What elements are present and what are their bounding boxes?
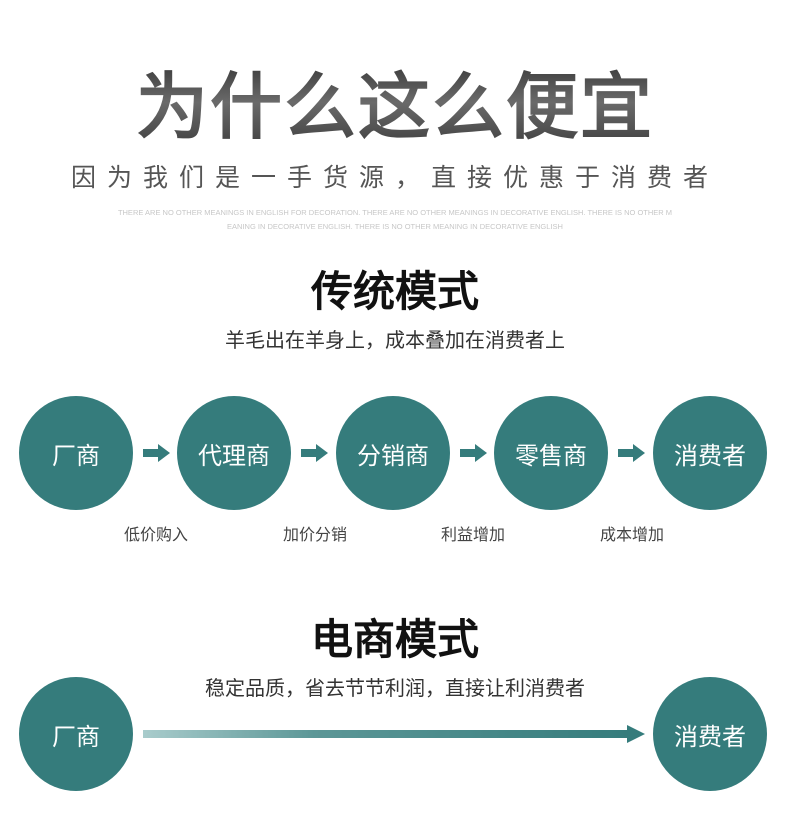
traditional-title: 传统模式 xyxy=(310,267,479,316)
transition-label: 加价分销 xyxy=(282,525,347,544)
transition-label: 成本增加 xyxy=(599,525,664,544)
main-subtitle: 因为我们是一手货源，直接优惠于消费者 xyxy=(70,163,719,192)
decorative-line-2: EANING IN DECORATIVE ENGLISH. THERE IS N… xyxy=(227,222,563,231)
step-circle-distributor: 分销商 xyxy=(336,396,450,510)
ecommerce-circle-consumer: 消费者 xyxy=(653,677,767,791)
arrow-right-icon xyxy=(301,444,328,462)
ecommerce-title: 电商模式 xyxy=(310,615,479,664)
step-circle-retailer: 零售商 xyxy=(494,396,608,510)
transition-label: 利益增加 xyxy=(440,525,505,544)
ecommerce-subtitle: 稳定品质，省去节节利润，直接让利消费者 xyxy=(205,676,585,700)
decorative-line-1: THERE ARE NO OTHER MEANINGS IN ENGLISH F… xyxy=(117,208,673,217)
ecommerce-circle-manufacturer: 厂商 xyxy=(19,677,133,791)
decorative-english-text: THERE ARE NO OTHER MEANINGS IN ENGLISH F… xyxy=(100,206,690,234)
traditional-subtitle: 羊毛出在羊身上，成本叠加在消费者上 xyxy=(225,328,565,352)
long-arrow-icon xyxy=(143,725,645,743)
transition-label: 低价购入 xyxy=(123,525,188,544)
step-circle-manufacturer: 厂商 xyxy=(19,396,133,510)
main-title: 为什么这么便宜 xyxy=(0,62,790,152)
arrow-right-icon xyxy=(618,444,645,462)
step-circle-agent: 代理商 xyxy=(177,396,291,510)
arrow-right-icon xyxy=(143,444,170,462)
step-circle-consumer: 消费者 xyxy=(653,396,767,510)
arrow-right-icon xyxy=(460,444,487,462)
